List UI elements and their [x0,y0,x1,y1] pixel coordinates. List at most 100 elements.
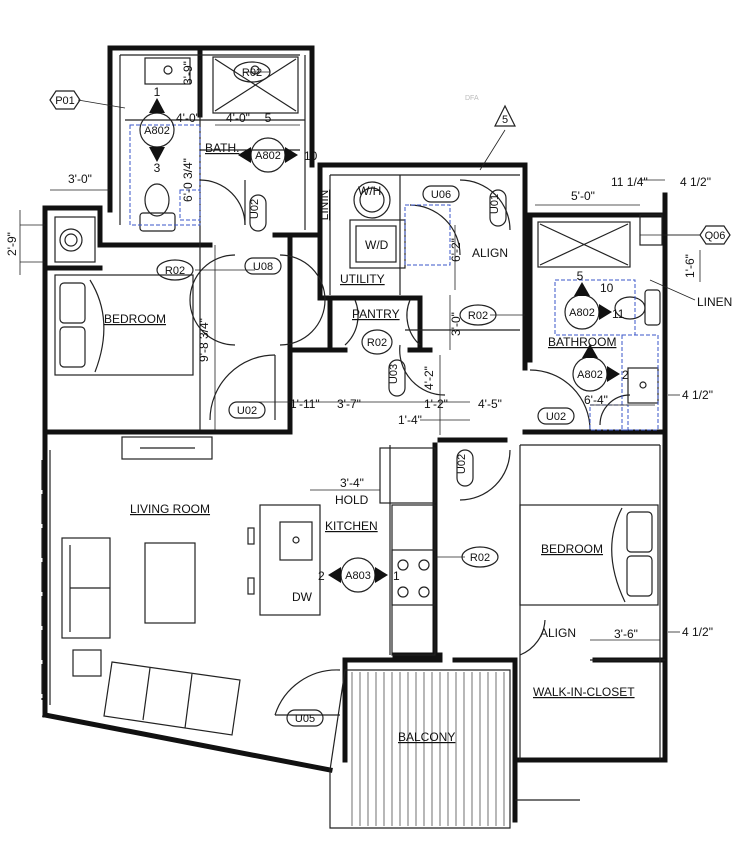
dim-6-0-34: 6'-0 3/4" [181,158,195,202]
tag-q06: Q06 [705,230,726,242]
water-heater-left [54,216,96,263]
bed-right [519,504,659,606]
tag-r02-b: R02 [165,265,185,277]
dimension-lines [19,124,701,641]
room-bedroom-right: BEDROOM [541,542,603,556]
upper-bath-fixtures [129,56,299,232]
dim-4-12b: 4 1/2" [682,388,713,402]
tag-u03: U03 [388,364,400,384]
vanity-right [627,367,659,404]
left-bedroom-furniture [54,274,213,460]
bath-sink [144,57,191,85]
living-furniture [41,460,241,736]
kitchen-fixtures [247,447,436,656]
room-balcony: BALCONY [398,730,455,744]
right-bedroom-furniture [519,504,665,661]
utility-fixtures [349,181,451,269]
label-wh: W/H [358,184,381,198]
dimension-texts: 3'-9" 4'-0" 4'-0" 6'-0 3/4" 3'-0" 2'-9" … [5,61,713,641]
sink-drain [163,65,173,75]
tag-u01: U01 [489,194,501,214]
tag-u02-c: U02 [249,199,261,219]
room-utility: UTILITY [340,272,385,286]
walls [42,45,668,823]
dim-11-14: 11 1/4" [611,175,648,189]
toilet-tank-right [644,289,661,326]
water-heater [353,181,391,219]
dim-6-4: 6'-4" [584,393,608,407]
dim-4-2: 4'-2" [422,366,436,390]
tag-r02-a: R02 [242,67,262,79]
fridge [379,447,436,504]
dim-1-2: 1'-2" [424,397,448,411]
label-hold: HOLD [335,493,369,507]
right-bathroom-fixtures [537,214,663,431]
tag-u02-b: U02 [546,411,566,423]
dim-9-8-34: 9'-8 3/4" [197,318,211,362]
svg-text:5: 5 [577,269,584,283]
tag-u08: U08 [253,261,273,273]
bed-left [54,274,194,376]
tag-r02-c: R02 [367,337,387,349]
left-closet [54,216,96,263]
label-linen: LINEN [697,295,732,309]
tag-p01-hex [49,90,81,110]
tag-p01: P01 [55,95,75,107]
dim-3-0-top: 3'-0" [68,172,92,186]
kitchen-island [259,504,321,616]
tag-u02-d: U02 [456,454,468,474]
section-markers: A802 1 3 A802 10 A802 10 11 A802 2 A803 … [139,85,629,593]
dim-4-12a: 4 1/2" [680,175,711,189]
tag-u02-a: U02 [237,405,257,417]
dim-2-9: 2'-9" [5,232,19,256]
tv-stand [121,436,213,460]
svg-text:10: 10 [304,149,318,163]
section-a802-1: A802 [144,125,170,137]
tags: P01 Q06 R02 R02 R02 R02 R02 U02 U02 U02 … [49,61,731,727]
svg-text:5: 5 [265,111,272,125]
svg-text:11: 11 [612,307,625,321]
toilet-bowl [144,183,170,217]
section-a802-2: A802 [255,150,281,162]
dim-1-4: 1'-4" [398,413,422,427]
door-swings [189,179,631,716]
room-labels: BATH. LININ UTILITY PANTRY BEDROOM LIVIN… [104,141,635,744]
dim-4-0b: 4'-0" [226,111,250,125]
tag-r02-d: R02 [468,310,488,322]
balcony [329,669,580,829]
toilet-tank [139,212,176,232]
dim-4-12c: 4 1/2" [682,625,713,639]
svg-text:1: 1 [393,569,400,583]
room-bathroom: BATHROOM [548,335,616,349]
label-wd: W/D [365,238,389,252]
sofa [103,661,241,736]
label-dw: DW [292,590,313,604]
label-dfa: DFA [465,95,479,102]
misc-labels: W/H W/D DW HOLD LINEN ALIGN ALIGN DFA [292,95,732,640]
dim-4-0a: 4'-0" [176,111,200,125]
dim-6-2: 6'-2" [449,238,463,262]
dim-1-6: 1'-6" [683,254,697,278]
dim-4-5: 4'-5" [478,397,502,411]
coffee-table [144,542,196,624]
room-bath: BATH. [205,141,239,155]
tag-r02-e: R02 [470,552,490,564]
tag-u06: U06 [431,189,451,201]
svg-text:10: 10 [600,281,614,295]
dim-3-9: 3'-9" [181,61,195,85]
room-walk-in-closet: WALK-IN-CLOSET [533,685,635,699]
label-align-top: ALIGN [472,246,508,260]
section-a802-3: A802 [569,307,595,319]
shower-stall [212,56,299,114]
tub [537,221,631,268]
dim-3-7: 3'-7" [337,397,361,411]
section-a802-4: A802 [577,369,603,381]
dim-3-0: 3'-0" [449,312,463,336]
range [391,549,436,606]
room-linen-left: LININ [317,190,331,221]
room-bedroom-left: BEDROOM [104,312,166,326]
room-living: LIVING ROOM [130,502,210,516]
dim-3-4: 3'-4" [340,476,364,490]
svg-text:3: 3 [154,161,161,175]
